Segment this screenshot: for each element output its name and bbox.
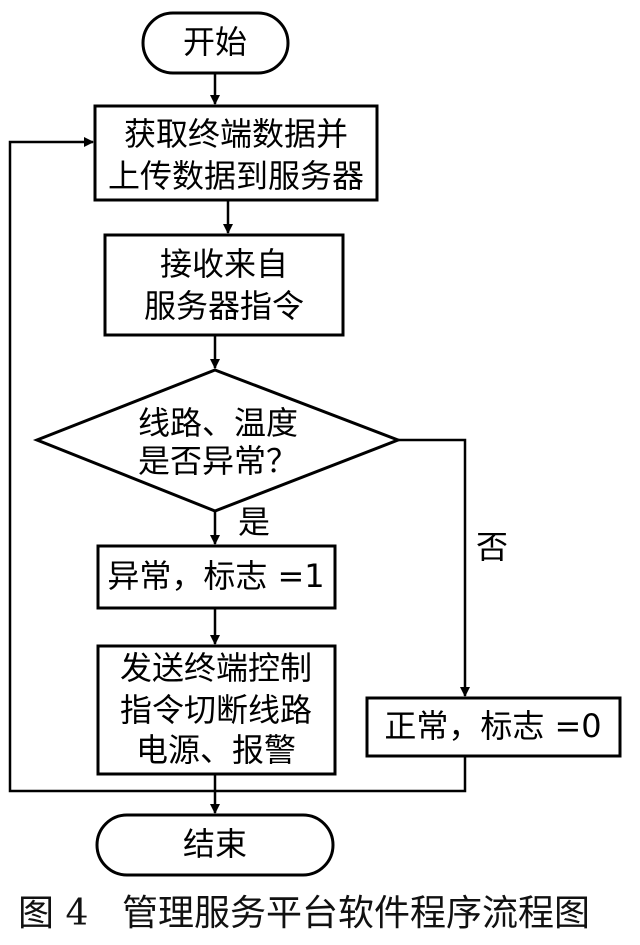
process-abnormal-flag-label: 异常，标志 =1 <box>107 557 324 595</box>
no-label: 否 <box>476 528 508 566</box>
process-acquire-data-line1: 获取终端数据并 <box>124 115 348 153</box>
process-receive-instruction <box>103 233 345 337</box>
end-terminal <box>95 813 335 877</box>
process-send-control-line2: 指令切断线路 <box>120 691 312 729</box>
line-normal-to-merge <box>215 756 467 793</box>
start-label: 开始 <box>183 23 247 61</box>
process-abnormal-flag <box>96 544 337 610</box>
arrow-decision-no <box>398 438 470 697</box>
process-normal-flag-label: 正常，标志 =0 <box>384 707 601 745</box>
decision-anomaly-line2: 是否异常？ <box>138 442 298 480</box>
process-send-control-line1: 发送终端控制 <box>120 649 312 687</box>
process-send-control <box>96 644 337 776</box>
process-receive-instruction-line2: 服务器指令 <box>144 287 304 325</box>
end-label: 结束 <box>183 825 247 863</box>
caption-figure-number: 图 4 <box>18 893 88 934</box>
decision-anomaly-line1: 线路、温度 <box>138 404 298 442</box>
process-acquire-data-line2: 上传数据到服务器 <box>108 157 364 195</box>
yes-label: 是 <box>238 503 270 541</box>
process-acquire-data <box>93 104 379 202</box>
process-receive-instruction-line1: 接收来自 <box>160 245 288 283</box>
process-send-control-line3: 电源、报警 <box>136 731 296 769</box>
arrow-loop-back <box>8 137 215 793</box>
process-normal-flag <box>365 696 622 758</box>
caption-title: 管理服务平台软件程序流程图 <box>122 893 590 934</box>
